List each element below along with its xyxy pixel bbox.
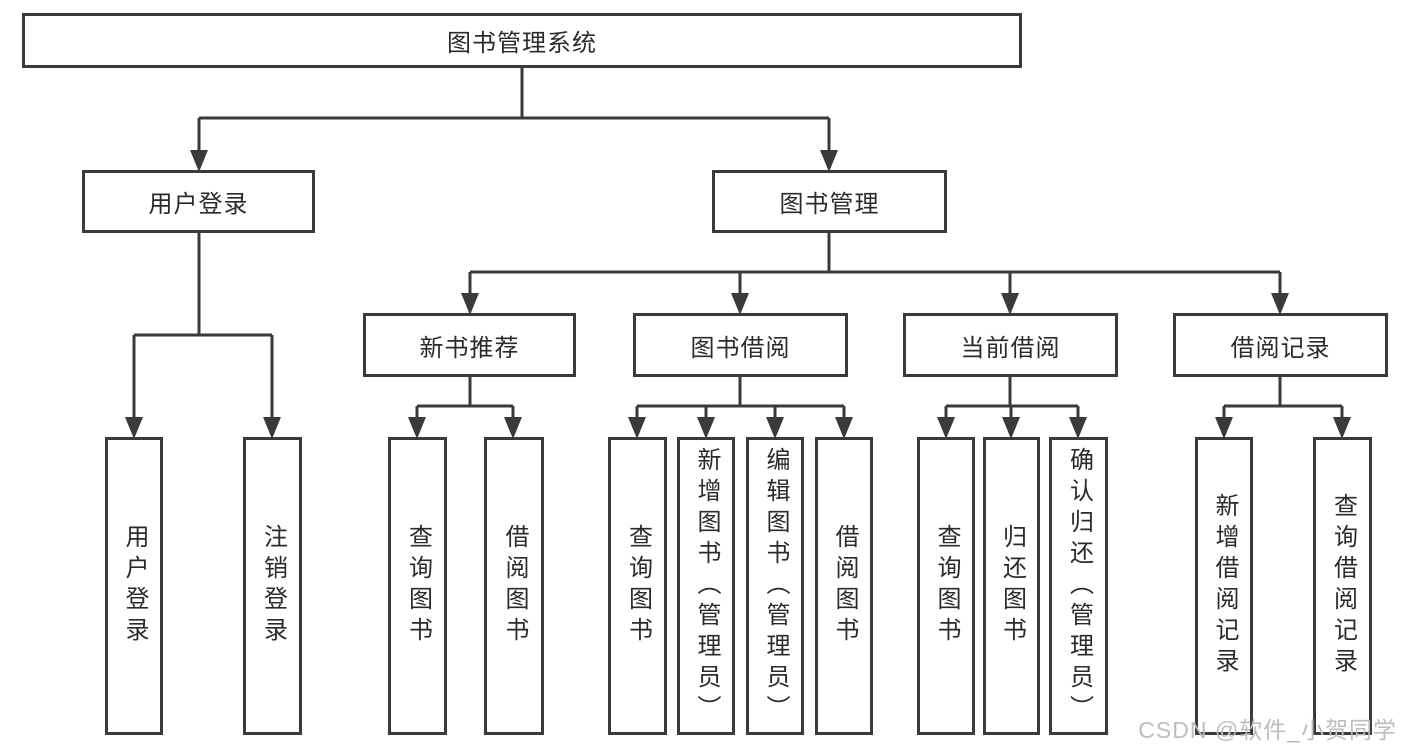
node-book-borrow: 图书借阅 xyxy=(633,313,848,377)
node-label: 图书管理系统 xyxy=(447,30,597,57)
leaf-logout: 注销登录 xyxy=(243,437,302,735)
node-library-management-system: 图书管理系统 xyxy=(22,13,1022,68)
node-label: 查询借阅记录 xyxy=(1329,493,1357,679)
node-new-book-recommend: 新书推荐 xyxy=(363,313,576,377)
node-label: 编辑图书（管理员） xyxy=(762,446,789,726)
node-book-management: 图书管理 xyxy=(712,170,947,233)
node-current-borrow: 当前借阅 xyxy=(903,313,1118,377)
leaf-query-books-recommend: 查询图书 xyxy=(388,437,447,735)
node-label: 查询图书 xyxy=(624,524,652,648)
node-label: 图书借阅 xyxy=(690,334,791,362)
node-label: 查询图书 xyxy=(933,524,960,648)
leaf-query-books-current: 查询图书 xyxy=(917,437,975,735)
leaf-user-login: 用户登录 xyxy=(105,437,163,735)
csdn-watermark: CSDN @软件_小贺同学 xyxy=(1138,717,1397,743)
leaf-query-books-borrow: 查询图书 xyxy=(608,437,667,735)
node-label: 确认归还（管理员） xyxy=(1065,446,1093,726)
leaf-borrow-books-recommend: 借阅图书 xyxy=(484,437,544,735)
leaf-add-borrow-record: 新增借阅记录 xyxy=(1195,437,1253,735)
node-label: 借阅记录 xyxy=(1230,334,1331,362)
leaf-borrow-books: 借阅图书 xyxy=(815,437,873,735)
node-label: 新增图书（管理员） xyxy=(693,446,720,726)
node-label: 用户登录 xyxy=(121,524,148,648)
leaf-query-borrow-record: 查询借阅记录 xyxy=(1313,437,1372,735)
node-label: 图书管理 xyxy=(779,191,880,218)
node-user-login: 用户登录 xyxy=(82,170,315,233)
node-label: 注销登录 xyxy=(259,524,287,648)
node-borrow-record: 借阅记录 xyxy=(1173,313,1388,377)
node-label: 归还图书 xyxy=(998,524,1026,648)
node-label: 查询图书 xyxy=(404,524,432,648)
node-label: 借阅图书 xyxy=(501,524,528,648)
leaf-confirm-return-admin: 确认归还（管理员） xyxy=(1049,437,1108,735)
node-label: 借阅图书 xyxy=(831,524,858,648)
leaf-add-books-admin: 新增图书（管理员） xyxy=(677,437,735,735)
leaf-return-books: 归还图书 xyxy=(983,437,1040,735)
node-label: 用户登录 xyxy=(148,191,249,218)
node-label: 当前借阅 xyxy=(960,334,1061,362)
node-label: 新书推荐 xyxy=(419,334,520,362)
leaf-edit-books-admin: 编辑图书（管理员） xyxy=(746,437,804,735)
node-label: 新增借阅记录 xyxy=(1211,493,1238,679)
